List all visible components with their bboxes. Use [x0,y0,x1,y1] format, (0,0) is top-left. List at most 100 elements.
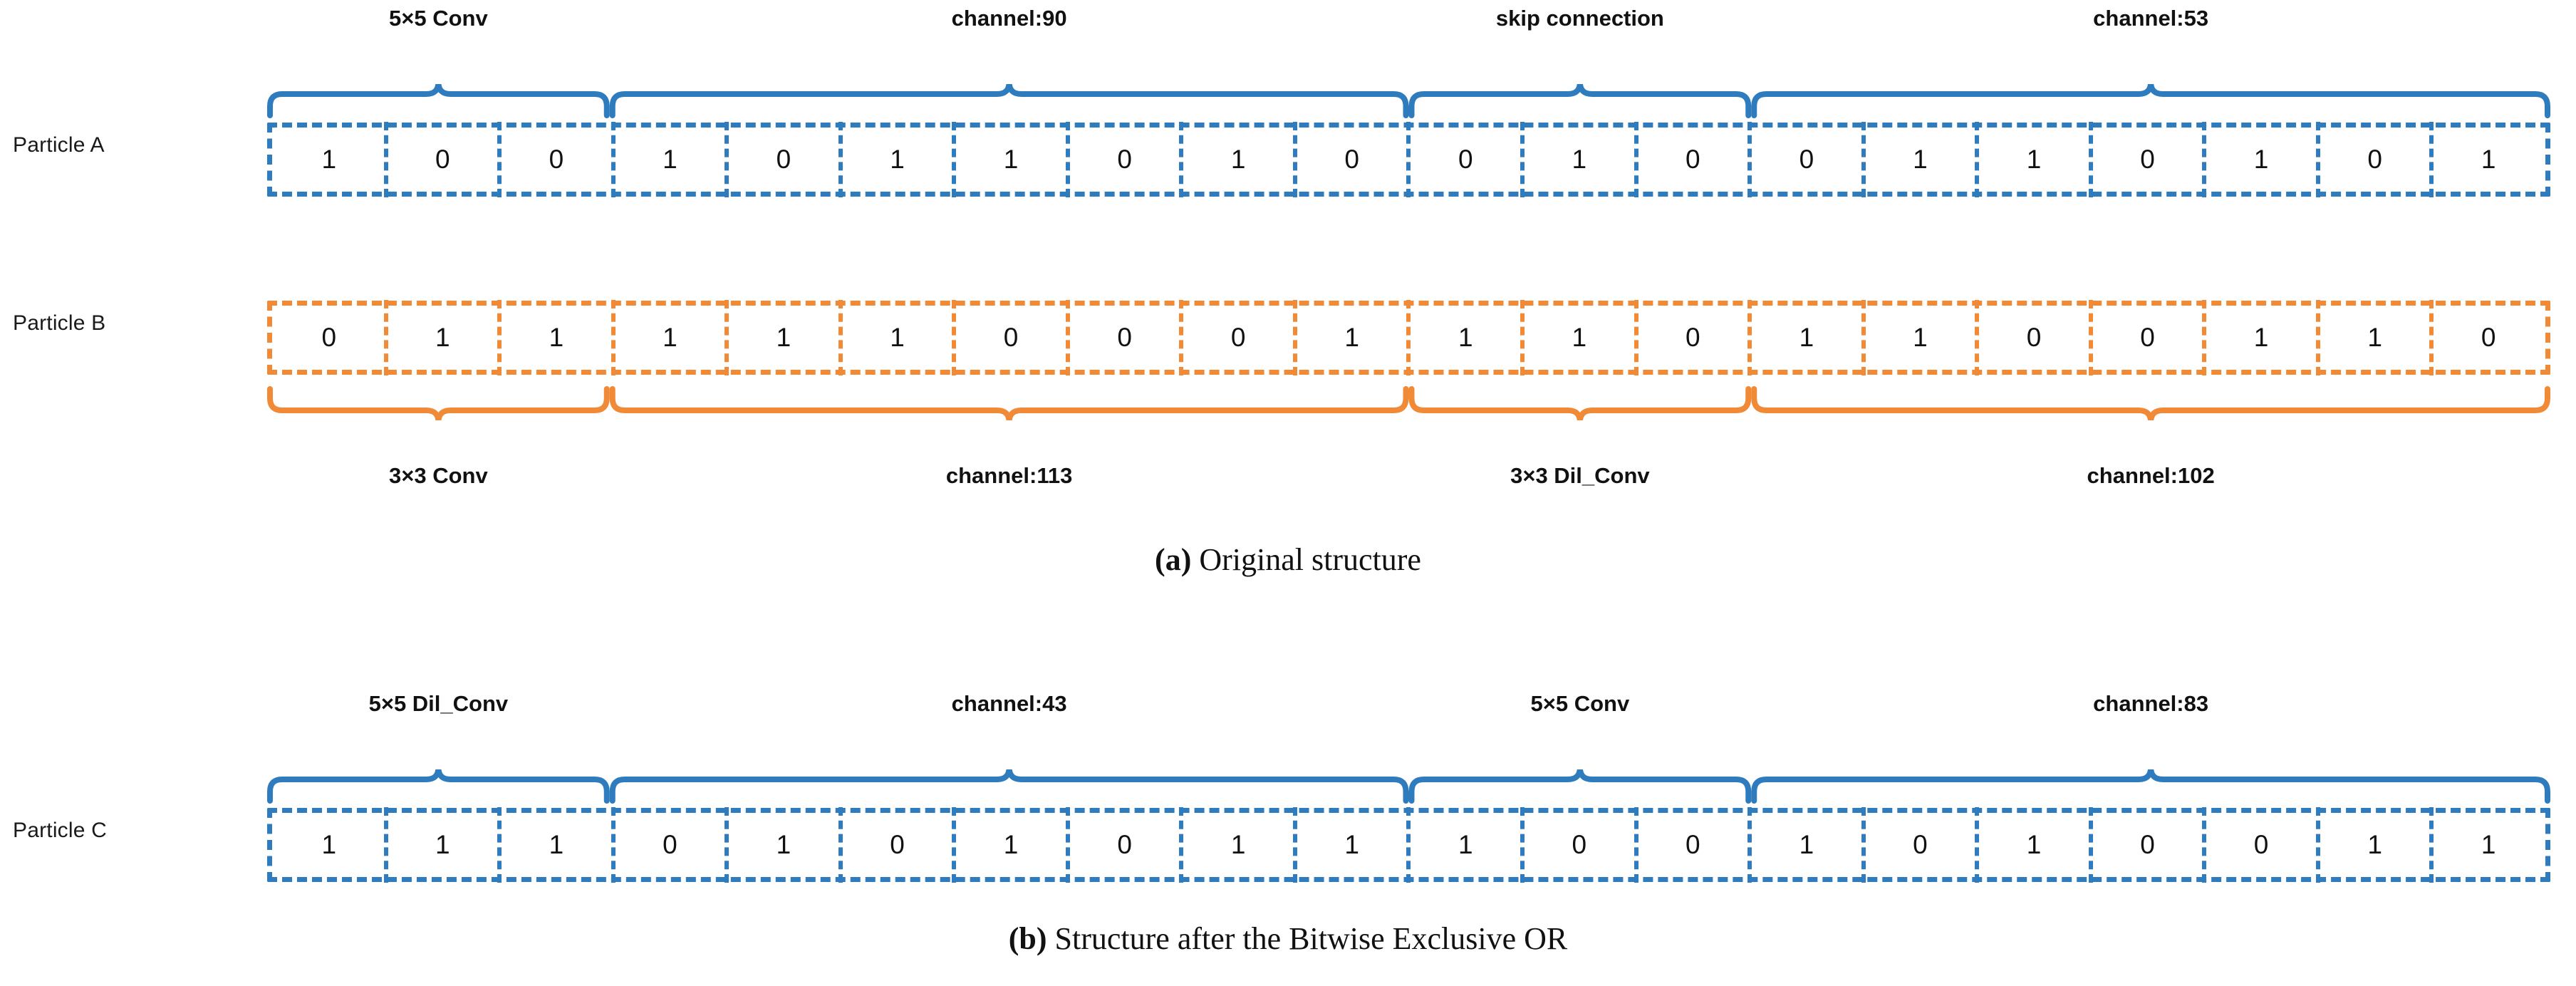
bit-cell: 1 [1861,122,1978,197]
group-label: 5×5 Dil_Conv [368,691,509,716]
bit-cell: 0 [2429,300,2545,375]
bit-cell: 1 [1406,300,1522,375]
bit-cell: 1 [1861,300,1978,375]
particle-b-brace [267,382,2550,420]
group-label: skip connection [1495,6,1664,31]
bit-cell: 1 [1520,300,1636,375]
bit-cell: 0 [1747,122,1864,197]
bit-cell: 0 [952,300,1068,375]
bit-cell: 1 [724,807,841,883]
bit-cell: 0 [1634,122,1750,197]
bit-cell: 1 [1292,300,1409,375]
bit-cell: 0 [2202,807,2318,883]
bit-cell: 1 [611,122,727,197]
group-label: 5×5 Conv [389,6,488,31]
group-label: channel:102 [2087,463,2215,488]
particle-b-group-labels: 3×3 Conv channel:113 3×3 Dil_Conv channel:1… [267,463,2550,496]
bit-cell: 0 [1065,122,1182,197]
bit-cell: 1 [838,122,955,197]
bit-cell: 1 [1747,807,1864,883]
bit-cell: 1 [2429,122,2545,197]
group-label: channel:53 [2093,6,2209,31]
brace-group [1751,386,2550,420]
bit-cell: 1 [383,807,500,883]
brace-group [1408,386,1752,420]
bit-cell: 0 [1520,807,1636,883]
brace-group [1408,769,1752,804]
bit-cell: 1 [2315,300,2432,375]
bit-cell: 0 [2088,807,2205,883]
caption-b-tag: (b) [1008,921,1047,956]
bit-cell: 1 [2429,807,2545,883]
bit-cell: 1 [321,830,337,859]
bit-cell: 1 [2202,122,2318,197]
brace-group [267,386,610,420]
bit-cell: 0 [2088,122,2205,197]
particle-a-brace [267,84,2550,123]
bit-cell: 0 [497,122,613,197]
bit-cell: 0 [1065,807,1182,883]
bit-cell: 0 [2315,122,2432,197]
panel-a: 5×5 Conv channel:90 skip connection channel… [0,6,2576,578]
particle-a-group-labels: 5×5 Conv channel:90 skip connection channel… [267,6,2550,38]
bit-cell: 1 [2315,807,2432,883]
bit-cell: 1 [1406,807,1522,883]
group-label: channel:83 [2093,691,2209,716]
bit-cell: 0 [1634,300,1750,375]
bit-cell: 1 [1292,807,1409,883]
brace-svg [267,769,2550,804]
brace-group [267,84,610,118]
bit-cell: 1 [497,807,613,883]
bit-cell: 1 [1747,300,1864,375]
bit-cell: 0 [1634,807,1750,883]
group-label: channel:113 [945,463,1073,488]
group-label: channel:90 [951,6,1067,31]
brace-group [1751,84,2550,118]
bit-cell: 0 [2088,300,2205,375]
group-label: channel:43 [951,691,1067,716]
caption-panel-b: (b) Structure after the Bitwise Exclusiv… [0,920,2576,957]
caption-panel-a: (a) Original structure [0,541,2576,578]
bit-cell: 1 [2202,300,2318,375]
group-label: 3×3 Dil_Conv [1510,463,1650,488]
caption-b-text: Structure after the Bitwise Exclusive OR [1046,921,1568,956]
particle-c-brace [267,769,2550,808]
bit-cell: 1 [321,145,337,174]
bit-cell: 0 [724,122,841,197]
row-label-particle-c: Particle C [13,819,108,842]
bit-cell: 1 [1975,122,2091,197]
brace-group [1751,769,2550,804]
caption-a-text: Original structure [1191,542,1421,577]
row-label-particle-a: Particle A [13,133,105,157]
group-label: 3×3 Conv [389,463,488,488]
brace-group [1408,84,1752,118]
brace-group [609,84,1409,118]
bit-cell: 1 [1179,122,1295,197]
caption-a-tag: (a) [1155,542,1192,577]
bit-cell: 1 [952,807,1068,883]
bit-cell: 0 [1975,300,2091,375]
bit-cell: 0 [1179,300,1295,375]
bit-cell: 0 [1065,300,1182,375]
bit-cell: 1 [611,300,727,375]
bit-cell: 1 [1179,807,1295,883]
bit-cell: 0 [321,323,337,352]
row-label-particle-b: Particle B [13,311,106,335]
bit-cell: 0 [611,807,727,883]
bit-cell: 1 [952,122,1068,197]
bit-cell: 0 [838,807,955,883]
brace-svg [267,386,2550,420]
bit-cell: 1 [724,300,841,375]
bit-cell: 0 [383,122,500,197]
bit-cell: 0 [1292,122,1409,197]
brace-group [609,386,1409,420]
bit-cell: 0 [1861,807,1978,883]
brace-group [267,769,610,804]
bit-cell: 1 [1520,122,1636,197]
